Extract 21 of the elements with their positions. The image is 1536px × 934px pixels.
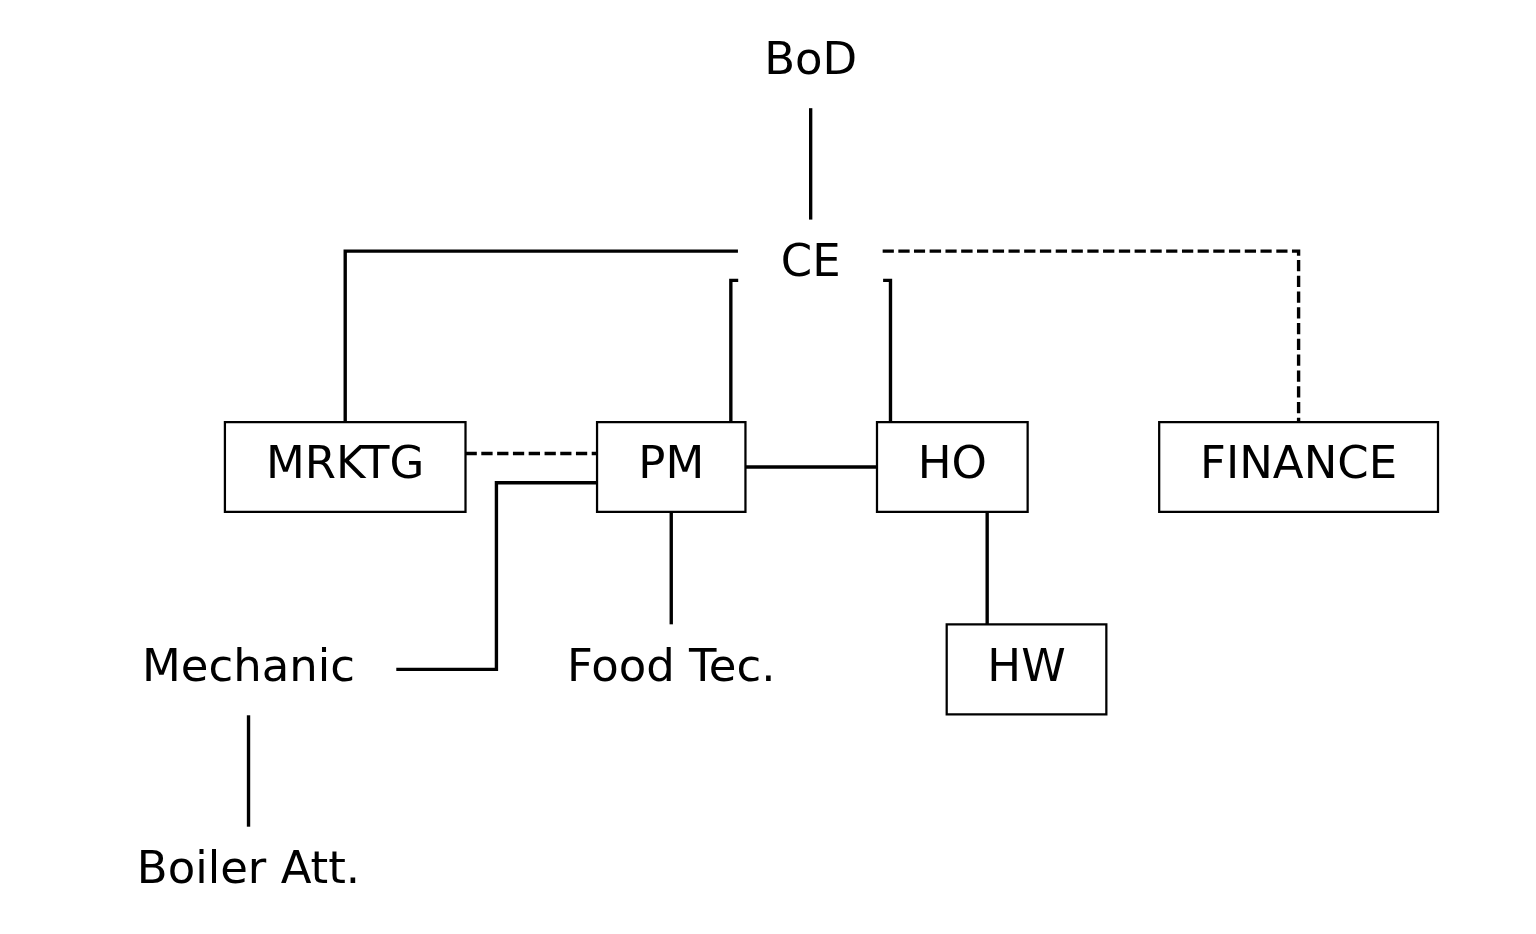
node-box: PM — [595, 420, 747, 514]
node-text: Boiler Att. — [136, 840, 360, 894]
node-box: HO — [875, 420, 1029, 514]
connector — [395, 481, 596, 672]
connector — [246, 715, 250, 827]
connector — [882, 278, 892, 422]
node-text: CE — [780, 233, 841, 287]
node-text: Mechanic — [141, 638, 355, 692]
node-text: BoD — [763, 31, 857, 85]
connector — [745, 465, 876, 469]
connector — [728, 278, 738, 422]
node-box: HW — [945, 623, 1107, 716]
connector — [465, 451, 597, 456]
connector — [882, 249, 1300, 422]
connector — [808, 108, 812, 220]
node-box: MRKTG — [223, 420, 467, 514]
connector — [343, 249, 738, 422]
node-box: FINANCE — [1157, 420, 1439, 514]
node-text: Food Tec. — [566, 638, 776, 692]
connector — [669, 512, 673, 625]
connector — [985, 512, 989, 625]
